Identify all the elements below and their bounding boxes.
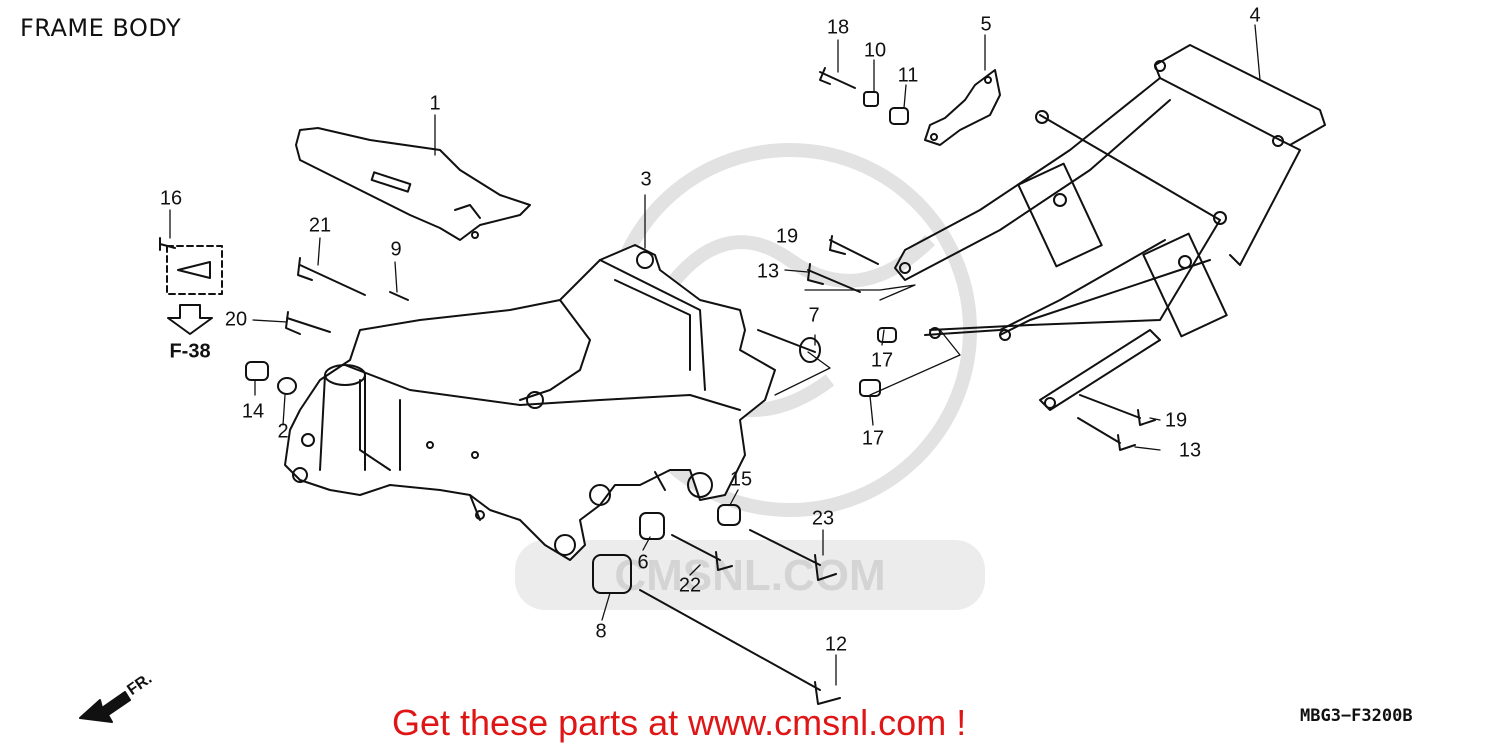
callout-19-upper: 19 (775, 225, 799, 248)
part-5-bracket (924, 69, 1001, 146)
callout-2: 2 (277, 420, 289, 443)
callout-23: 23 (811, 507, 835, 530)
callout-17-upper: 17 (870, 349, 894, 372)
callout-22: 22 (678, 574, 702, 597)
promo-link[interactable]: Get these parts at www.cmsnl.com ! (392, 702, 967, 743)
callout-11: 11 (897, 64, 919, 87)
callout-13-upper: 13 (756, 260, 780, 283)
reference-arrow (167, 304, 213, 335)
callout-20: 20 (224, 308, 248, 331)
part-1-cover-plate (295, 127, 531, 241)
callout-8: 8 (595, 620, 607, 643)
watermark-banner (515, 540, 985, 610)
callout-5: 5 (980, 13, 992, 36)
callout-4: 4 (1249, 4, 1261, 27)
callout-15: 15 (729, 468, 753, 491)
callout-3: 3 (640, 168, 652, 191)
reference-label: F-38 (169, 340, 211, 363)
callout-13-lower: 13 (1178, 439, 1202, 462)
callout-6: 6 (637, 551, 649, 574)
fasteners (159, 67, 1156, 705)
callout-16: 16 (159, 187, 183, 210)
callout-7: 7 (808, 304, 820, 327)
callout-18: 18 (826, 16, 850, 39)
callout-12: 12 (824, 633, 848, 656)
front-arrow-icon (79, 691, 131, 723)
callout-17-lower: 17 (861, 427, 885, 450)
drawing-code: MBG3−F3200B (1300, 706, 1413, 726)
watermark-text: CMSNL.COM (614, 551, 885, 600)
callout-19-lower: 19 (1164, 409, 1188, 432)
callout-21: 21 (308, 214, 332, 237)
leader-lines (169, 24, 1261, 686)
part-4-subframe (894, 44, 1326, 411)
part-3-main-frame (284, 244, 776, 561)
callout-1: 1 (429, 92, 441, 115)
diagram-title: FRAME BODY (20, 14, 182, 42)
callout-9: 9 (390, 238, 402, 261)
callout-10: 10 (863, 39, 887, 62)
callout-14: 14 (241, 400, 265, 423)
